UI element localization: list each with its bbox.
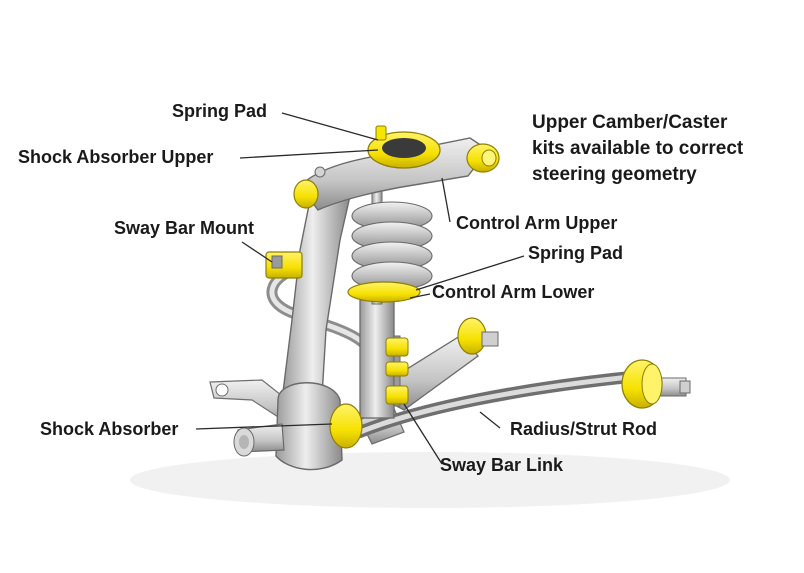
label-radius-strut-rod: Radius/Strut Rod bbox=[510, 419, 657, 439]
spring-pad-lower-bushing bbox=[347, 281, 421, 303]
note-line-1: Upper Camber/Caster bbox=[532, 112, 728, 133]
label-control-arm-lower: Control Arm Lower bbox=[432, 282, 595, 302]
radius-rod-bushing bbox=[621, 359, 663, 409]
sway-bar-link bbox=[385, 335, 409, 407]
leader-lines bbox=[195, 112, 525, 465]
camber-caster-note: Upper Camber/Caster kits available to co… bbox=[532, 110, 743, 188]
control-arm-upper bbox=[293, 137, 500, 211]
note-line-2: kits available to correct bbox=[532, 138, 744, 159]
label-spring-pad-upper: Spring Pad bbox=[172, 101, 268, 121]
label-sway-bar-mount: Sway Bar Mount bbox=[114, 218, 255, 238]
ground-shadow bbox=[130, 452, 730, 508]
label-shock-absorber-upper: Shock Absorber Upper bbox=[18, 147, 214, 167]
label-shock-absorber: Shock Absorber bbox=[40, 419, 179, 439]
knuckle bbox=[233, 195, 351, 471]
coil-spring bbox=[351, 201, 433, 291]
radius-strut-rod bbox=[354, 370, 691, 438]
label-sway-bar-link: Sway Bar Link bbox=[440, 455, 564, 475]
control-arm-lower-bushing bbox=[457, 317, 499, 355]
label-spring-pad-lower: Spring Pad bbox=[528, 243, 624, 263]
note-line-3: steering geometry bbox=[532, 164, 697, 185]
sway-bar-mount-bushing bbox=[265, 251, 303, 279]
shock-absorber-lower-bushing bbox=[329, 403, 363, 449]
label-control-arm-upper: Control Arm Upper bbox=[456, 213, 618, 233]
shock-absorber-upper-mount bbox=[367, 125, 441, 169]
